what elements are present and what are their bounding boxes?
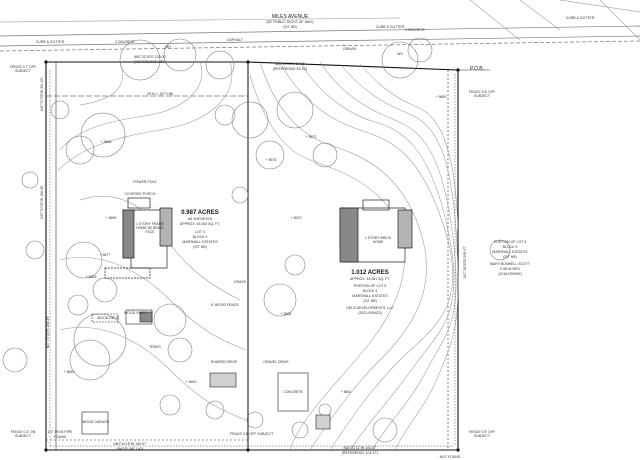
east-block: BLOCK 4 <box>362 289 378 293</box>
bearing-west2: N07°37'35"W 158.38' <box>39 185 44 219</box>
label-grass: GRASS <box>233 280 247 284</box>
outbuildings <box>81 309 331 435</box>
elev-11: + 5680 <box>435 95 447 99</box>
label-curb-gutter: CURB & GUTTER <box>375 25 405 29</box>
adj-east-owner: MARY BONNELL SCOTT <box>489 262 530 266</box>
label-fence-corner: FENCE 0.5' OFF SUBJECT <box>230 432 274 436</box>
contour-lines <box>57 61 459 451</box>
pob-label: P.O.B. <box>469 66 485 72</box>
bearing-south2: N82°21'11"W 104.37' <box>343 446 377 450</box>
corner-nw: FENCE 0.7' OFF SUBJECT <box>9 65 37 74</box>
elev-10: + 5661 <box>340 390 352 394</box>
bearing-south-ref: (BASELINE 140') <box>116 447 144 451</box>
survey-monuments <box>44 60 460 452</box>
adj-east-sub: MARSHALL ESTATES <box>492 250 528 254</box>
label-wv: WV <box>397 52 403 56</box>
bearing-north2-ref: (REFERENCE 59.15') <box>272 67 308 71</box>
east-house-label: 1 STORY BRICK HOME <box>364 236 392 245</box>
adj-east-acres: 0.95 ACRES <box>500 267 520 271</box>
bearing-west3: N07°37'55"E 208.49' <box>45 316 50 349</box>
elev-2: + 5675 <box>265 158 277 162</box>
bearing-east: S07°38'23"E 299.47' <box>462 246 467 279</box>
street-name: MILES AVENUE <box>271 14 309 20</box>
west-area: 0.987 ACRES <box>181 210 219 216</box>
east-owner: DELS DEVELOPMENTS, LLC <box>346 306 394 310</box>
west-surveyed: AS SURVEYED <box>187 217 213 221</box>
elev-12: + 5677 <box>99 253 111 257</box>
west-house <box>104 197 173 279</box>
bearing-south: N82°24'15"W 140.97' <box>113 442 147 446</box>
elev-1: + 5672 <box>305 135 317 139</box>
west-porch: COVERED PORCH <box>124 192 156 196</box>
east-sub: MARSHALL ESTATES <box>352 294 388 298</box>
label-concrete-1: CONCRETE <box>115 40 135 44</box>
west-sqft: APPROX. 43,000 SQ. FT. <box>179 222 221 226</box>
east-portion: PORTION OF LOT 5 <box>353 284 387 288</box>
street-ref: (S/T HB) <box>283 25 297 29</box>
label-shared-drive: SHARED DRIVE <box>210 360 238 364</box>
elev-5: + 5669 <box>105 216 117 220</box>
west-house-label: 1 STORY FRAME HOME W/ BRICK FACE <box>135 222 164 235</box>
street-curb-west: CURB & GUTTER <box>35 40 65 44</box>
label-found: FOUND <box>53 435 67 439</box>
lot-divider <box>46 62 490 450</box>
corner-sw: FENCE 0.4' ON SUBJECT <box>10 430 36 439</box>
adj-east-doc: (2018-R09992) <box>498 272 522 276</box>
elev-7: + 5664 <box>63 370 75 374</box>
bearing-north-ref: (REFERENCE 120') <box>134 60 166 64</box>
east-area: 1.012 ACRES <box>351 270 389 276</box>
label-fence: 6' WOOD FENCE <box>211 303 239 307</box>
elev-8: + 5663 <box>185 380 197 384</box>
bearing-north: N82°22'25"E 120.00' <box>133 55 167 59</box>
west-block: BLOCK 4 <box>192 235 208 239</box>
elev-4: + 5666 <box>100 140 112 144</box>
label-power: POWER POLE <box>133 180 157 184</box>
tree-canopies <box>2 37 511 443</box>
bearing-south2-ref: (REFERENCE 104.37') <box>341 451 379 455</box>
label-gravel: GRAVEL <box>343 47 357 51</box>
label-not-found: NOT FOUND <box>439 455 461 459</box>
elev-6: + 5665 <box>85 275 97 279</box>
adj-east-ref: (S/T HB) <box>503 255 517 259</box>
label-shed: WOOD SHED <box>124 311 146 315</box>
street-row: (50' PUBLIC RIGHT-OF-WAY) <box>266 20 314 24</box>
west-sub: MARSHALL ESTATES <box>182 240 218 244</box>
label-asphalt-1: ASPHALT <box>227 38 243 42</box>
bearing-north2: N82°22'25"E 59.15' <box>274 62 306 66</box>
adj-east-text: PORTION OF LOT 5 <box>493 240 527 244</box>
setback-line: 25' B.L. (S/T HB) <box>146 92 174 96</box>
east-house <box>339 199 413 263</box>
label-trees: TREES <box>149 345 161 349</box>
east-owner-ref: (2021-R09423) <box>358 311 382 315</box>
street-curb: CURB & GUTTER <box>565 16 595 20</box>
corner-se: FENCE 0.5' OFF SUBJECT <box>468 430 496 439</box>
label-wood-deck: WOOD DECK <box>97 316 119 320</box>
adj-east-block: BLOCK 4 <box>502 245 518 249</box>
label-gravel-drive: GRAVEL DRIVE <box>263 360 289 364</box>
corner-ne: FENCE 0.6' OFF SUBJECT <box>468 90 496 99</box>
label-pipe: 1/2" IRON PIPE <box>47 430 73 434</box>
label-mh: MH <box>165 45 171 49</box>
elev-9: + 5662 <box>280 312 292 316</box>
label-garage: WOOD GARAGE <box>82 420 110 424</box>
east-ref: (S/T HB) <box>363 299 377 303</box>
elev-3: + 5670 <box>290 216 302 220</box>
west-ref: (S/T HB) <box>193 245 207 249</box>
east-sqft: APPROX. 44,081 SQ. FT. <box>349 277 391 281</box>
street-lines <box>0 0 640 52</box>
west-lot: LOT 4 <box>195 230 205 234</box>
label-concrete-2: CONCRETE <box>405 28 425 32</box>
fence-line <box>49 70 456 448</box>
label-concrete-3: CONCRETE <box>283 390 303 394</box>
